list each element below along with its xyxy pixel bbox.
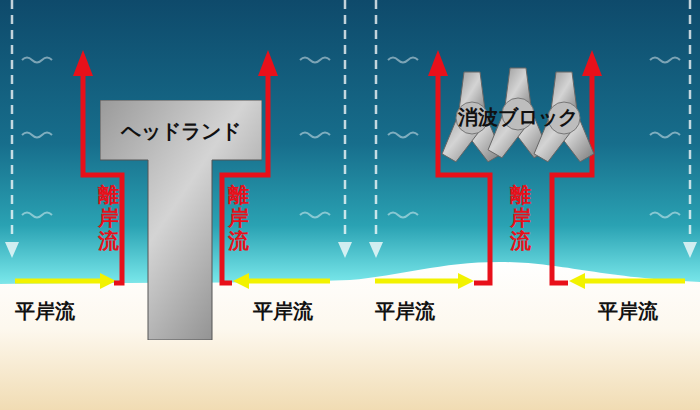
longshore-current-label: 平岸流 bbox=[375, 298, 435, 325]
rip-current-label: 離岸流 bbox=[98, 184, 119, 253]
wave-mark bbox=[650, 133, 680, 138]
wave-mark bbox=[388, 133, 418, 138]
headland-t-shape bbox=[100, 100, 262, 340]
wave-mark bbox=[300, 213, 330, 218]
longshore-current-label: 平岸流 bbox=[598, 298, 658, 325]
longshore-current-label: 平岸流 bbox=[15, 298, 75, 325]
beach-sand bbox=[0, 262, 700, 410]
wave-mark bbox=[22, 58, 52, 63]
wave-mark bbox=[650, 213, 680, 218]
longshore-current-label: 平岸流 bbox=[253, 298, 313, 325]
wave-mark bbox=[22, 133, 52, 138]
rip-current-label: 離岸流 bbox=[510, 184, 531, 253]
wave-mark bbox=[300, 58, 330, 63]
wave-mark bbox=[388, 213, 418, 218]
structure-name: ヘッドランド bbox=[100, 118, 262, 145]
wave-mark bbox=[388, 58, 418, 63]
wave-mark bbox=[22, 213, 52, 218]
wave-mark bbox=[650, 58, 680, 63]
rip-current-label: 離岸流 bbox=[228, 184, 249, 253]
wave-dissipating-blocks: 消波ブロック bbox=[440, 66, 596, 174]
wave-mark bbox=[300, 133, 330, 138]
structure-name: 消波ブロック bbox=[440, 104, 596, 131]
